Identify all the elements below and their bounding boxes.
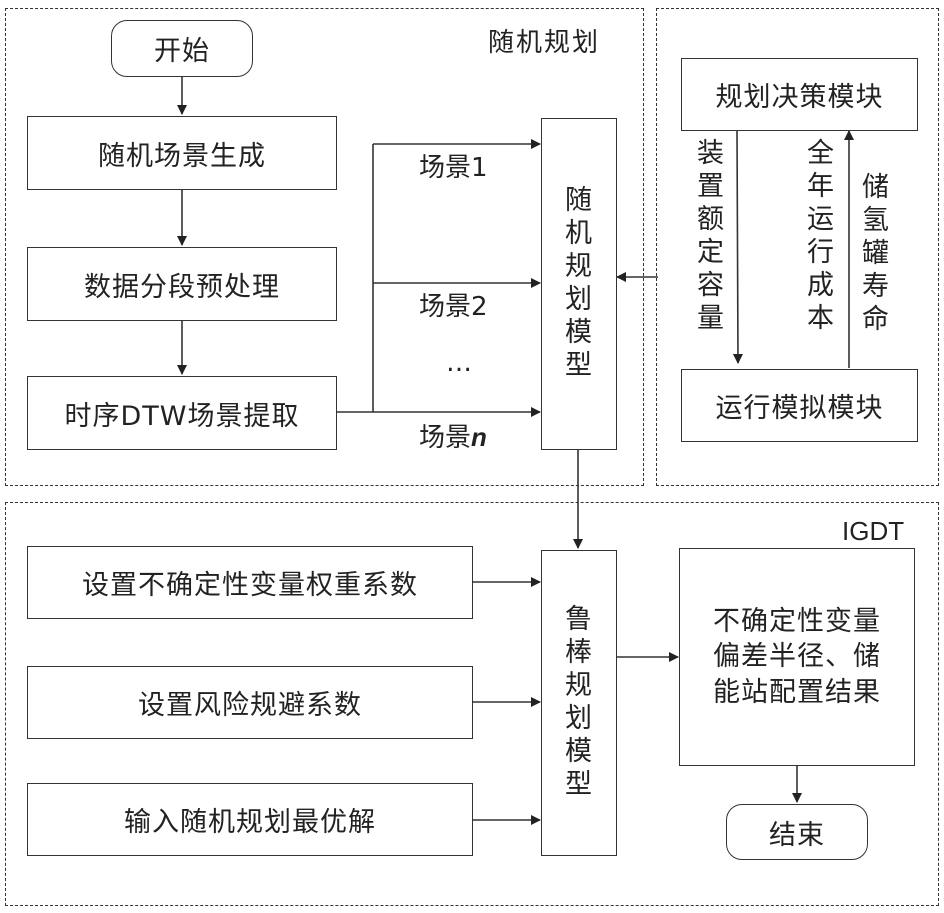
annual-operating-cost-label: 全 年 运 行 成 本	[807, 138, 834, 334]
result-box: 不确定性变量 偏差半径、储 能站配置结果	[679, 548, 915, 766]
scenario-2-label: 场景2	[419, 292, 488, 322]
stochastic-planning-model-box: 随 机 规 划 模 型	[541, 118, 617, 450]
igdt-region-label: IGDT	[842, 516, 905, 546]
scenario-generation-label: 随机场景生成	[98, 140, 266, 172]
start-label: 开始	[154, 36, 210, 67]
robust-planning-model-box: 鲁 棒 规 划 模 型	[541, 550, 617, 856]
igdt-region	[5, 502, 939, 906]
arrow-capacity-down	[732, 128, 743, 364]
data-preprocess-box: 数据分段预处理	[27, 247, 337, 321]
input-optimal-solution-box: 输入随机规划最优解	[27, 783, 473, 856]
scenario-1-label: 场景1	[419, 153, 488, 183]
dtw-extraction-label: 时序DTW场景提取	[64, 400, 300, 432]
scenario-generation-box: 随机场景生成	[27, 116, 337, 190]
planning-decision-module-box: 规划决策模块	[681, 58, 918, 131]
scenario-ellipsis: …	[446, 348, 472, 378]
end-terminal: 结束	[726, 804, 868, 860]
dtw-extraction-box: 时序DTW场景提取	[27, 376, 337, 450]
scenario-n-label: 场景n	[419, 422, 487, 453]
simulation-loop-region	[656, 8, 939, 486]
rated-capacity-label: 装 置 额 定 容 量	[697, 138, 724, 334]
start-terminal: 开始	[111, 20, 253, 77]
data-preprocess-label: 数据分段预处理	[84, 271, 280, 303]
stochastic-region-label: 随机规划	[488, 28, 601, 58]
hydrogen-tank-life-label: 储 氢 罐 寿 命	[862, 172, 889, 335]
operation-simulation-module-box: 运行模拟模块	[681, 369, 918, 442]
risk-aversion-box: 设置风险规避系数	[27, 666, 473, 739]
stochastic-planning-region	[5, 8, 644, 486]
weight-coefficient-box: 设置不确定性变量权重系数	[27, 546, 473, 619]
